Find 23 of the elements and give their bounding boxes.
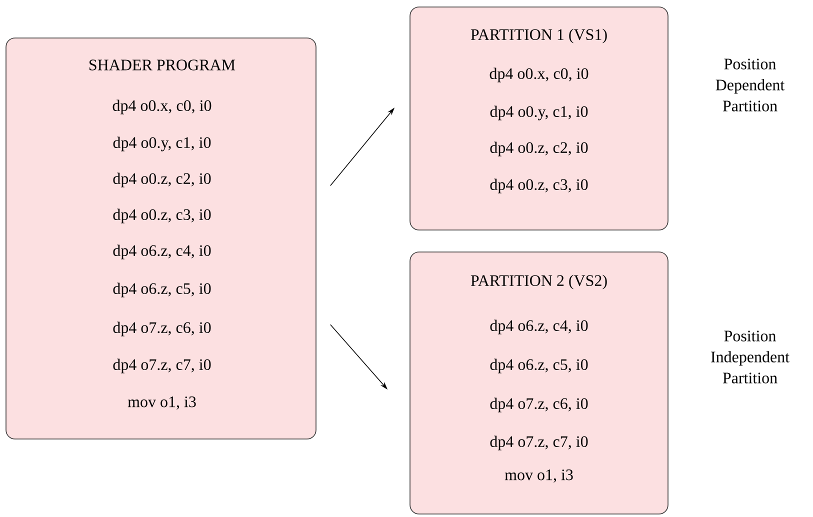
instruction-text: dp4 o6.z, c5, i0: [490, 358, 588, 374]
instruction-text: mov o1, i3: [504, 469, 573, 483]
instruction-text: dp4 o0.z, c3, i0: [490, 178, 588, 194]
instruction-text: dp4 o0.y, c1, i0: [113, 136, 211, 152]
instruction-text: dp4 o0.x, c0, i0: [490, 68, 588, 82]
instruction-text: mov o1, i3: [128, 396, 196, 410]
instruction-text: dp4 o0.z, c2, i0: [113, 172, 211, 188]
instruction-text: dp4 o0.x, c0, i0: [112, 100, 212, 114]
box-heading: PARTITION 2 (VS2): [470, 274, 607, 290]
instruction-text: dp4 o0.y, c1, i0: [490, 106, 588, 120]
instruction-text: dp4 o7.z, c7, i0: [490, 436, 588, 450]
side-note: Position Dependent Partition: [716, 58, 785, 112]
instruction-text: dp4 o6.z, c5, i0: [113, 282, 211, 298]
box-heading: SHADER PROGRAM: [90, 60, 236, 70]
instruction-text: dp4 o7.z, c7, i0: [113, 358, 211, 374]
side-note: Position Independent Partition: [711, 330, 790, 384]
instruction-text: dp4 o0.z, c2, i0: [490, 142, 588, 156]
instruction-text: dp4 o0.z, c3, i0: [113, 208, 211, 224]
instruction-text: dp4 o6.z, c4, i0: [490, 320, 588, 334]
instruction-text: dp4 o7.z, c6, i0: [113, 322, 211, 336]
instruction-text: dp4 o6.z, c4, i0: [113, 244, 211, 260]
box-heading: PARTITION 1 (VS1): [470, 28, 607, 44]
instruction-text: dp4 o7.z, c6, i0: [490, 398, 588, 412]
